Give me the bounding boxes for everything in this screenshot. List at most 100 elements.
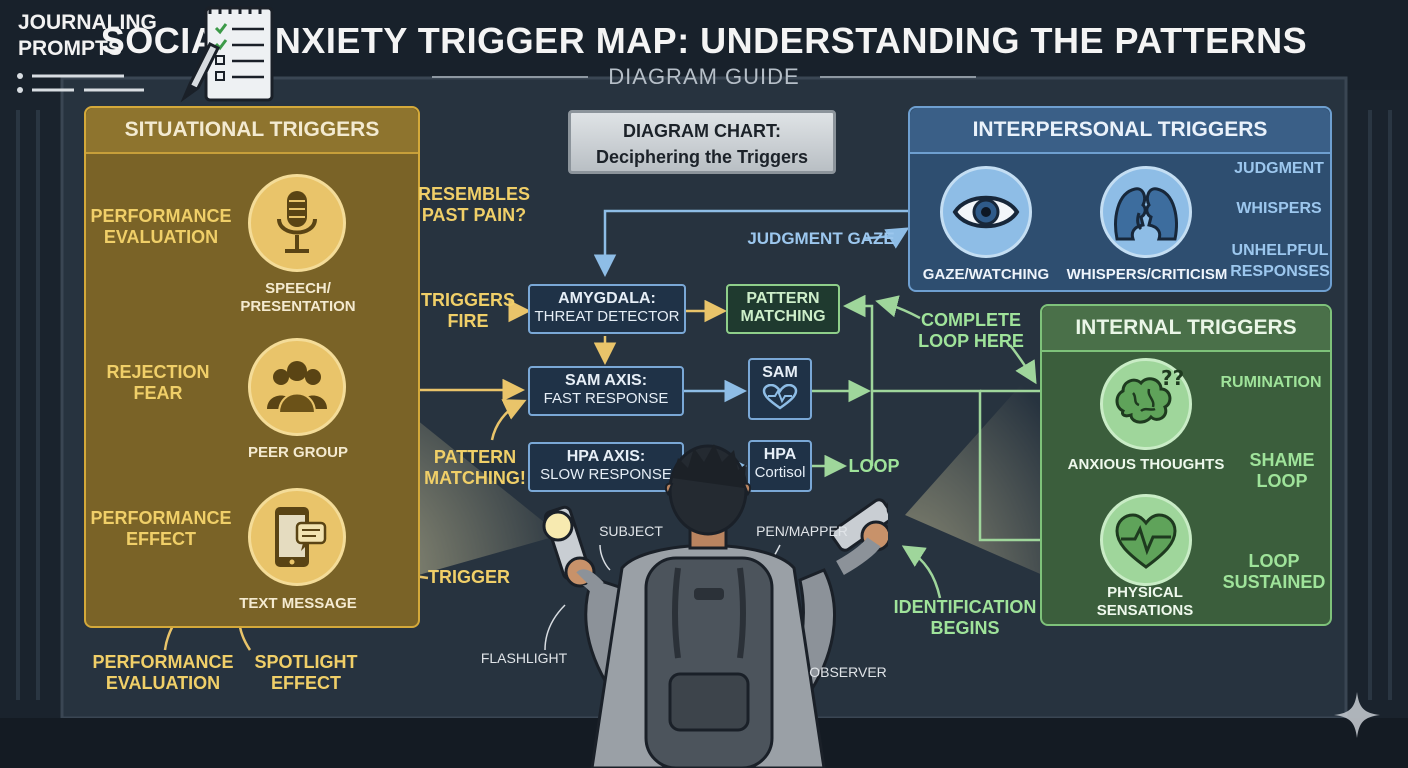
hpa-box[interactable]: HPA Cortisol [748, 440, 812, 492]
label-line: BEGINS [930, 618, 1000, 638]
label-line: TRIGGERS [420, 290, 515, 310]
label-line: RESEMBLES [418, 184, 531, 204]
peer-group-node[interactable] [248, 338, 346, 436]
label-line: LOOP [1248, 551, 1300, 571]
performance-evaluation-bottom-label: PERFORMANCE EVALUATION [86, 652, 240, 694]
loop-label: LOOP [848, 456, 900, 476]
rejection-fear-label: REJECTION FEAR [96, 362, 220, 404]
journal-lines-icon [17, 73, 144, 93]
box-line: Cortisol [754, 464, 806, 481]
caption-line: PRESENTATION [240, 298, 356, 315]
page-subtitle: DIAGRAM GUIDE [608, 64, 800, 89]
eye-icon [952, 195, 1020, 229]
sparkle-icon [1334, 692, 1380, 738]
label-line: PERFORMANCE [90, 206, 232, 226]
box-line: MATCHING [740, 308, 826, 325]
box-line: FAST RESPONSE [543, 390, 669, 407]
physical-sensations-node[interactable] [1100, 494, 1192, 586]
heart-pulse-icon [762, 384, 798, 410]
gaze-watching-node[interactable] [940, 166, 1032, 258]
performance-effect-label: PERFORMANCE EFFECT [86, 508, 236, 550]
whispering-heads-icon [1114, 187, 1178, 241]
text-message-node[interactable] [248, 488, 346, 586]
caption-line: SPEECH/ [265, 280, 331, 297]
resembles-past-pain-label: RESEMBLES PAST PAIN? [418, 184, 530, 226]
journaling-label: JOURNALING PROMPTS [18, 10, 188, 62]
text-message-caption: TEXT MESSAGE [239, 595, 357, 612]
label-line: RESPONSES [1230, 263, 1330, 280]
label-line: FEAR [133, 383, 183, 403]
label-line: PERFORMANCE [90, 508, 232, 528]
physical-sensations-caption: PHYSICAL SENSATIONS [1070, 584, 1220, 620]
spotlight-effect-label: SPOTLIGHT EFFECT [244, 652, 368, 694]
label-line: SPOTLIGHT [254, 652, 358, 672]
box-line: PATTERN [746, 290, 820, 307]
judgment-gaze-label: JUDGMENT GAZE [747, 229, 895, 248]
label-line: EFFECT [126, 529, 196, 549]
sam-box[interactable]: SAM [748, 358, 812, 420]
chart-label-line: DIAGRAM CHART: [623, 121, 781, 141]
heartbeat-icon [1115, 513, 1177, 569]
checklist-pen-icon [180, 6, 274, 103]
label-line: IDENTIFICATION [893, 597, 1037, 617]
gaze-watching-caption: GAZE/WATCHING [922, 266, 1050, 283]
identification-begins-label: IDENTIFICATION BEGINS [890, 597, 1040, 639]
rumination-label: RUMINATION [1220, 374, 1322, 391]
trigger-label: TRIGGER [428, 567, 511, 587]
label-line: LOOP HERE [918, 331, 1024, 351]
label-line: JOURNALING [18, 11, 157, 34]
pattern-matching-box[interactable]: PATTERN MATCHING [726, 284, 840, 334]
chart-label-line: Deciphering the Triggers [595, 147, 809, 167]
sam-axis-box[interactable]: SAM AXIS: FAST RESPONSE [528, 366, 684, 416]
anxious-thoughts-node[interactable]: ?? [1100, 358, 1192, 450]
whispers-criticism-caption: WHISPERS/CRITICISM [1066, 266, 1228, 283]
label-line: PAST PAIN? [421, 205, 527, 225]
box-line: AMYGDALA: [558, 290, 656, 307]
svg-text:??: ?? [1161, 366, 1184, 390]
brain-question-icon: ?? [1115, 366, 1184, 424]
speech-presentation-node[interactable] [248, 174, 346, 272]
speech-presentation-caption: SPEECH/ PRESENTATION [218, 280, 378, 316]
box-line: HPA AXIS: [566, 448, 646, 465]
box-line: SAM AXIS: [564, 372, 648, 389]
label-line: REJECTION [106, 362, 210, 382]
journaling-prompts-panel[interactable]: JOURNALING PROMPTS [0, 0, 294, 112]
box-line: THREAT DETECTOR [534, 308, 680, 325]
label-line: FIRE [447, 311, 489, 331]
situational-heading: SITUATIONAL TRIGGERS [86, 108, 418, 154]
caption-line: SENSATIONS [1096, 602, 1194, 619]
judgment-side-label: JUDGMENT [1234, 160, 1324, 177]
peer-group-caption: PEER GROUP [247, 444, 349, 461]
label-line: PATTERN [433, 447, 517, 467]
flashlight-label: FLASHLIGHT [480, 650, 568, 666]
unhelpful-responses-label: UNHELPFUL RESPONSES [1230, 240, 1330, 282]
label-line: LOOP [1256, 471, 1308, 491]
loop-sustained-label: LOOP SUSTAINED [1222, 551, 1326, 593]
label-line: EVALUATION [105, 673, 221, 693]
observer-label: OBSERVER [809, 664, 887, 680]
pen-mapper-label: PEN/MAPPER [756, 523, 848, 539]
internal-heading: INTERNAL TRIGGERS [1042, 306, 1330, 352]
anxious-thoughts-caption: ANXIOUS THOUGHTS [1067, 456, 1225, 473]
label-line: SUSTAINED [1222, 572, 1326, 592]
page-title: SOCIAL ANXIETY TRIGGER MAP: UNDERSTANDIN… [100, 20, 1308, 61]
microphone-icon [277, 191, 317, 253]
label-line: MATCHING! [424, 468, 526, 488]
complete-loop-label: COMPLETE LOOP HERE [916, 310, 1026, 352]
caption-line: PHYSICAL [1107, 584, 1183, 601]
whispers-side-label: WHISPERS [1236, 200, 1322, 217]
box-line: SAM [762, 364, 798, 381]
whispers-criticism-node[interactable] [1100, 166, 1192, 258]
people-group-icon [267, 361, 327, 414]
pattern-matching-label: PATTERN MATCHING! [420, 447, 530, 489]
shame-loop-label: SHAME LOOP [1244, 450, 1320, 492]
observer-figure [542, 444, 888, 768]
label-line: EFFECT [271, 673, 341, 693]
label-line: COMPLETE [920, 310, 1021, 330]
amygdala-box[interactable]: AMYGDALA: THREAT DETECTOR [528, 284, 686, 334]
hpa-axis-box[interactable]: HPA AXIS: SLOW RESPONSE [528, 442, 684, 492]
internal-triggers-panel: INTERNAL TRIGGERS [1040, 304, 1332, 626]
interpersonal-heading: INTERPERSONAL TRIGGERS [910, 108, 1330, 154]
performance-evaluation-label: PERFORMANCE EVALUATION [86, 206, 236, 248]
box-line: HPA [763, 446, 797, 463]
